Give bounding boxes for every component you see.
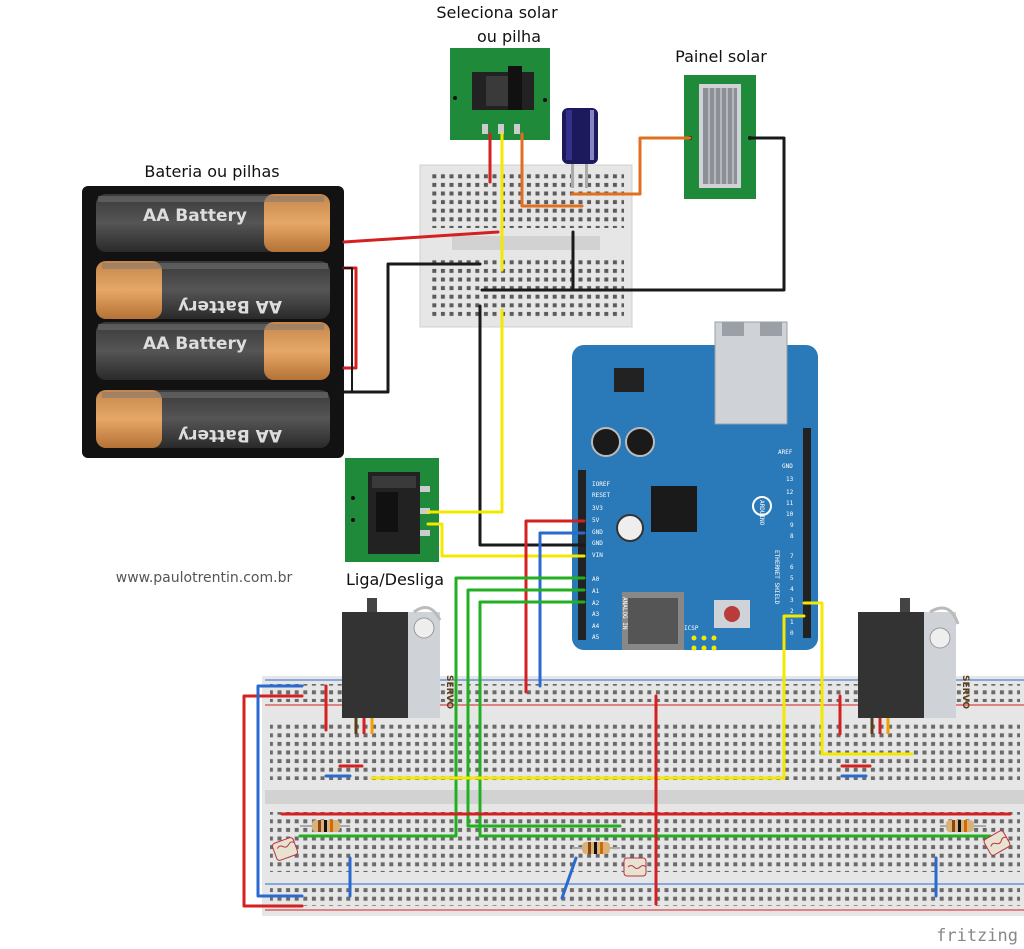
pin-label-3: 3 xyxy=(790,597,794,604)
battery-cell-1: AA Battery xyxy=(96,194,330,252)
wire-a0-green xyxy=(298,576,586,838)
battery-holder: AA Battery AA Battery AA Battery AA Batt… xyxy=(82,186,344,458)
battery-pack-label: Bateria ou pilhas xyxy=(144,162,279,181)
wire-vin-yellow-1 xyxy=(426,308,504,514)
pin-label-a4: A4 xyxy=(592,623,600,630)
selector-label-line2: ou pilha xyxy=(477,27,541,46)
selector-switch[interactable] xyxy=(450,48,550,140)
wire-a2-green xyxy=(478,600,992,838)
resistor-2 xyxy=(572,842,620,854)
pin-label-9: 9 xyxy=(790,522,794,529)
pin-label-12: 12 xyxy=(786,489,794,496)
resistor-3 xyxy=(940,820,986,832)
wire-rail-blue-left xyxy=(256,684,304,898)
pin-label-ioref: IOREF xyxy=(592,481,610,488)
servo-left-label: SERVO xyxy=(444,675,454,709)
ldr-3 xyxy=(983,830,1011,856)
servo-left: SERVO xyxy=(342,598,454,734)
pin-label-gnd1: GND xyxy=(592,529,603,536)
pin-label-a0: A0 xyxy=(592,576,600,583)
jumper-blue-2 xyxy=(560,856,578,900)
selector-label-line1: Seleciona solar xyxy=(436,3,558,22)
ldr-2 xyxy=(623,857,647,877)
servo-right-label: SERVO xyxy=(960,675,970,709)
pin-label-6: 6 xyxy=(790,564,794,571)
pin-label-reset: RESET xyxy=(592,492,610,499)
pin-label-5v: 5V xyxy=(592,517,600,524)
wire-battery-link-red xyxy=(342,266,358,370)
wire-servo-left-yellow xyxy=(370,614,806,780)
pin-label-a1: A1 xyxy=(592,588,600,595)
wire-servo-right-yellow xyxy=(802,601,914,756)
arduino-board-text: ARDUINO xyxy=(758,500,765,526)
fritzing-watermark: fritzing xyxy=(936,926,1018,946)
pin-label-a3: A3 xyxy=(592,611,600,618)
power-switch[interactable] xyxy=(345,458,439,562)
wire-a1-green xyxy=(466,588,622,828)
digital-label: DIGITAL (PWM~ SPI*) xyxy=(824,464,831,533)
pin-label-vin: VIN xyxy=(592,552,603,559)
pin-label-a2: A2 xyxy=(592,600,600,607)
pin-label-13: 13 xyxy=(786,476,794,483)
icsp-label: ICSP xyxy=(684,625,699,632)
pin-label-5: 5 xyxy=(790,575,794,582)
analog-in-label: ANALOG IN xyxy=(621,597,628,630)
battery-cell-2-text: AA Battery xyxy=(178,296,282,316)
battery-cell-4: AA Battery xyxy=(96,390,330,448)
battery-cell-3-text: AA Battery xyxy=(143,334,247,354)
pin-label-2: 2 xyxy=(790,608,794,615)
pin-label-gnd-d: GND xyxy=(782,463,793,470)
wire-gnd-blue xyxy=(538,531,586,688)
pin-label-4: 4 xyxy=(790,586,794,593)
wire-rail-red-left xyxy=(242,694,304,908)
battery-cell-2: AA Battery xyxy=(96,261,330,319)
mini-breadboard xyxy=(419,164,633,328)
wire-selector-orange xyxy=(520,132,584,208)
wire-solar-orange xyxy=(570,136,692,196)
pin-label-11: 11 xyxy=(786,500,794,507)
wire-vin-yellow-2 xyxy=(426,522,586,558)
pin-label-8: 8 xyxy=(790,533,794,540)
pin-label-3v3: 3V3 xyxy=(592,505,603,512)
resistor-1 xyxy=(300,820,350,832)
pin-label-0: 0 xyxy=(790,630,794,637)
pin-label-gnd2: GND xyxy=(592,540,603,547)
wire-battery-link-black xyxy=(343,267,353,393)
website-label: www.paulotrentin.com.br xyxy=(116,570,293,586)
pin-label-1: 1 xyxy=(790,619,794,626)
solar-panel xyxy=(684,75,756,199)
pin-label-aref: AREF xyxy=(778,449,793,456)
wire-battery-red xyxy=(342,230,500,244)
pin-label-a5: A5 xyxy=(592,634,600,641)
pin-label-10: 10 xyxy=(786,511,794,518)
digital-pin-labels: AREF GND 13 12 11 10 9 8 7 6 5 4 3 2 1 0 xyxy=(778,449,794,637)
ldr-1 xyxy=(271,837,299,861)
wires xyxy=(242,132,1012,908)
capacitor xyxy=(562,108,598,188)
wire-gnd-black xyxy=(478,304,586,547)
arduino-ethernet-shield: ARDUINO ETHERNET SHIELD ICSP IOREF RESET… xyxy=(572,321,831,650)
wire-battery-black xyxy=(342,262,482,394)
battery-cell-1-text: AA Battery xyxy=(143,206,247,226)
wire-solar-black xyxy=(480,136,786,292)
wire-5v-red xyxy=(524,519,586,694)
battery-cell-3: AA Battery xyxy=(96,322,330,380)
servo-right: SERVO xyxy=(858,598,970,734)
solar-panel-label: Painel solar xyxy=(675,47,767,66)
arduino-shield-text: ETHERNET SHIELD xyxy=(773,550,780,605)
power-switch-label: Liga/Desliga xyxy=(346,570,444,589)
battery-cell-4-text: AA Battery xyxy=(178,425,282,445)
pin-label-7: 7 xyxy=(790,553,794,560)
icsp-header xyxy=(691,635,717,651)
